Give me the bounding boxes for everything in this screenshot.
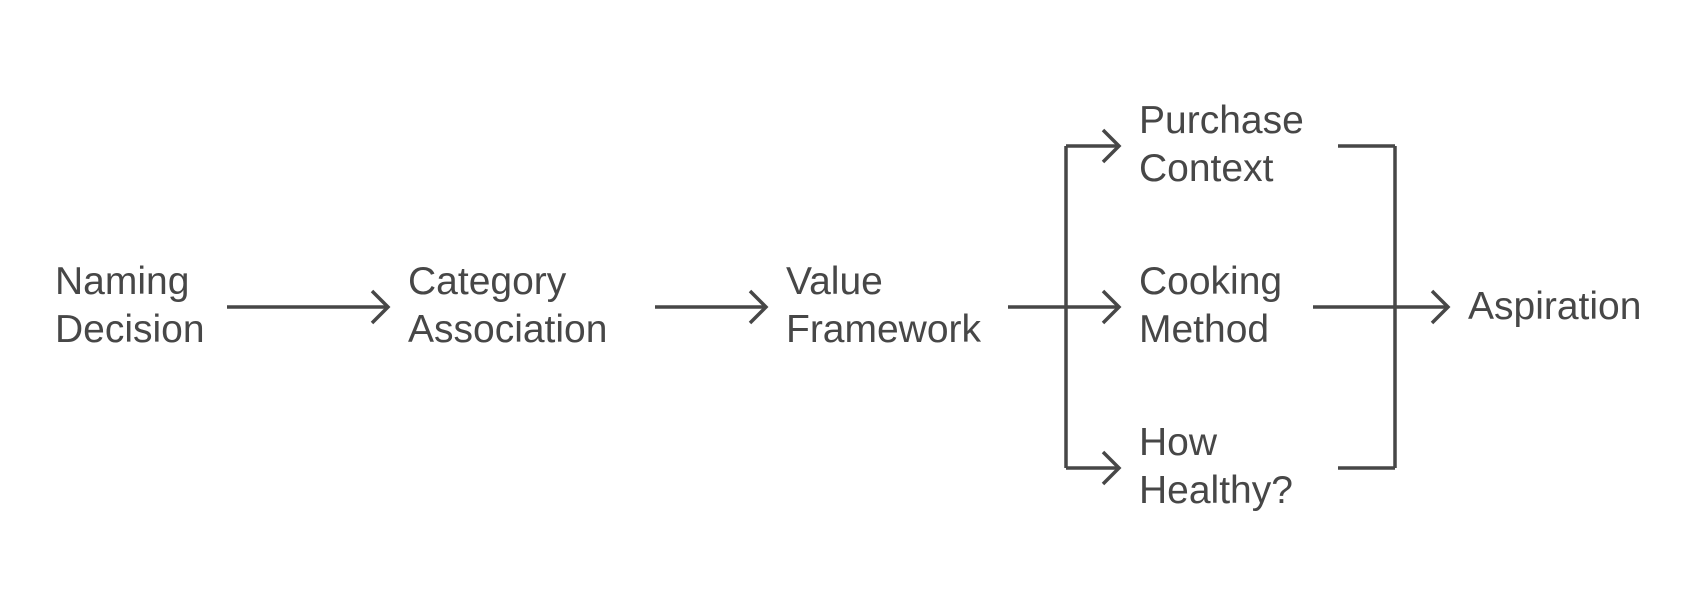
- node-category-association-line1: Category: [408, 260, 567, 303]
- arrowhead-purchase-icon: [1101, 128, 1122, 164]
- node-value-framework-line1: Value: [786, 260, 883, 303]
- node-category-association: Category Association: [408, 258, 607, 354]
- node-aspiration-line1: Aspiration: [1468, 285, 1642, 328]
- node-value-framework: Value Framework: [786, 258, 981, 354]
- node-cooking-method: Cooking Method: [1139, 258, 1282, 354]
- node-naming-decision-line1: Naming: [55, 260, 190, 303]
- node-cooking-method-line2: Method: [1139, 308, 1270, 351]
- arrowhead-cooking-icon: [1101, 289, 1122, 325]
- node-purchase-context-line1: Purchase: [1139, 99, 1304, 142]
- arrowhead-category-icon: [370, 289, 391, 325]
- node-naming-decision: Naming Decision: [55, 258, 205, 354]
- node-how-healthy-line1: How: [1139, 421, 1218, 464]
- node-purchase-context: Purchase Context: [1139, 97, 1304, 193]
- arrowhead-value-icon: [748, 289, 769, 325]
- node-category-association-line2: Association: [408, 308, 608, 351]
- arrowhead-aspiration-icon: [1430, 289, 1451, 325]
- node-how-healthy-line2: Healthy?: [1139, 469, 1293, 512]
- node-naming-decision-line2: Decision: [55, 308, 205, 351]
- node-aspiration: Aspiration: [1468, 283, 1641, 331]
- node-cooking-method-line1: Cooking: [1139, 260, 1283, 303]
- node-value-framework-line2: Framework: [786, 308, 982, 351]
- arrowhead-healthy-icon: [1101, 450, 1122, 486]
- node-purchase-context-line2: Context: [1139, 147, 1274, 190]
- node-how-healthy: How Healthy?: [1139, 419, 1293, 515]
